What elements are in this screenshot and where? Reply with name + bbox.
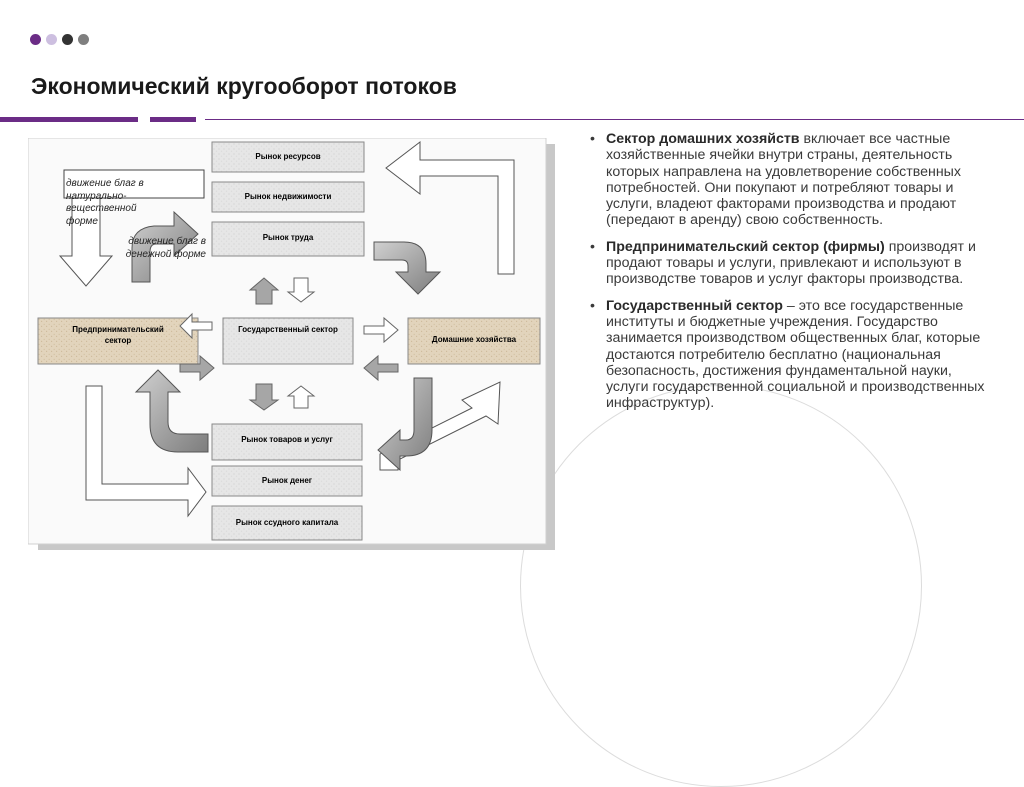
sector-box-firms <box>37 317 199 365</box>
small-arrow-down-hollow <box>286 277 316 303</box>
money-flow-arrow-top-left <box>131 210 199 283</box>
money-flow-arrow-bottom-right <box>377 377 433 472</box>
note-money-flow: движение благ в денежной форме <box>125 236 206 260</box>
market-box-resources <box>211 141 365 173</box>
bullet-firms-title: Предпринимательский сектор (фирмы) <box>606 238 885 255</box>
label-market-money: Рынок денег <box>261 476 313 485</box>
bullet-government-text: – это все государственные институты и бю… <box>606 297 985 412</box>
label-sector-households: Домашние хозяйства <box>431 335 517 344</box>
goods-flow-arrow-top-right <box>385 140 515 275</box>
label-market-realestate: Рынок недвижимости <box>244 192 332 201</box>
market-box-money <box>211 465 363 497</box>
label-market-goods: Рынок товаров и услуг <box>241 435 333 444</box>
market-box-realestate <box>211 181 365 213</box>
circular-flow-diagram: Рынок ресурсов Рынок недвижимости Рынок … <box>28 138 555 550</box>
bullet-households-text: включает все частные хозяйственные ячейк… <box>606 131 961 229</box>
note-goods-flow: движение благ в натурально-вещественной … <box>66 178 144 227</box>
bullet-households-title: Сектор домашних хозяйств <box>606 131 800 147</box>
label-market-resources: Рынок ресурсов <box>255 152 321 161</box>
market-box-labor <box>211 221 365 257</box>
small-arrow-left-hollow <box>179 312 213 340</box>
sector-descriptions: • Сектор домашних хозяйств включает все … <box>590 131 990 422</box>
decorative-circle <box>520 385 922 787</box>
note-goods-box <box>63 169 205 199</box>
sector-box-households <box>407 317 541 365</box>
small-arrow-left-gray <box>363 354 399 382</box>
diagram-graphics <box>28 138 555 550</box>
dot-3 <box>62 34 73 45</box>
small-arrow-right-gray <box>179 354 215 382</box>
small-arrow-up-gray <box>248 277 280 305</box>
bullet-marker: • <box>590 297 595 314</box>
sector-box-government <box>222 317 354 365</box>
label-sector-firms: Предпринимательский сектор <box>72 325 164 345</box>
small-arrow-down-gray <box>248 383 280 411</box>
slide-title: Экономический кругооборот потоков <box>31 73 457 99</box>
label-sector-government: Государственный сектор <box>238 325 338 334</box>
dot-4 <box>78 34 89 45</box>
bullet-government: • Государственный сектор – это все госуд… <box>590 298 990 412</box>
dot-2 <box>46 34 57 45</box>
bullet-firms: • Предпринимательский сектор (фирмы) про… <box>590 239 990 288</box>
title-rule-right <box>205 119 1024 120</box>
goods-flow-arrow-bottom-left <box>85 385 207 518</box>
bullet-marker: • <box>590 131 595 147</box>
bullet-firms-text: производят и продают товары и услуги, пр… <box>606 238 976 288</box>
title-rule-mid <box>150 117 196 122</box>
small-arrow-up-hollow <box>286 385 316 409</box>
dot-1 <box>30 34 41 45</box>
market-box-goods <box>211 423 363 461</box>
money-flow-arrow-bottom-left <box>134 369 209 453</box>
bullet-government-title: Государственный сектор <box>606 297 783 314</box>
bullet-marker: • <box>590 238 595 255</box>
market-box-loan-capital <box>211 505 363 541</box>
bullet-households: • Сектор домашних хозяйств включает все … <box>590 131 990 229</box>
money-flow-arrow-top-right <box>373 241 442 295</box>
label-market-loan-capital: Рынок ссудного капитала <box>235 518 339 527</box>
small-arrow-right-hollow <box>363 316 399 344</box>
label-market-labor: Рынок труда <box>262 233 314 242</box>
title-rule-left <box>0 117 138 122</box>
